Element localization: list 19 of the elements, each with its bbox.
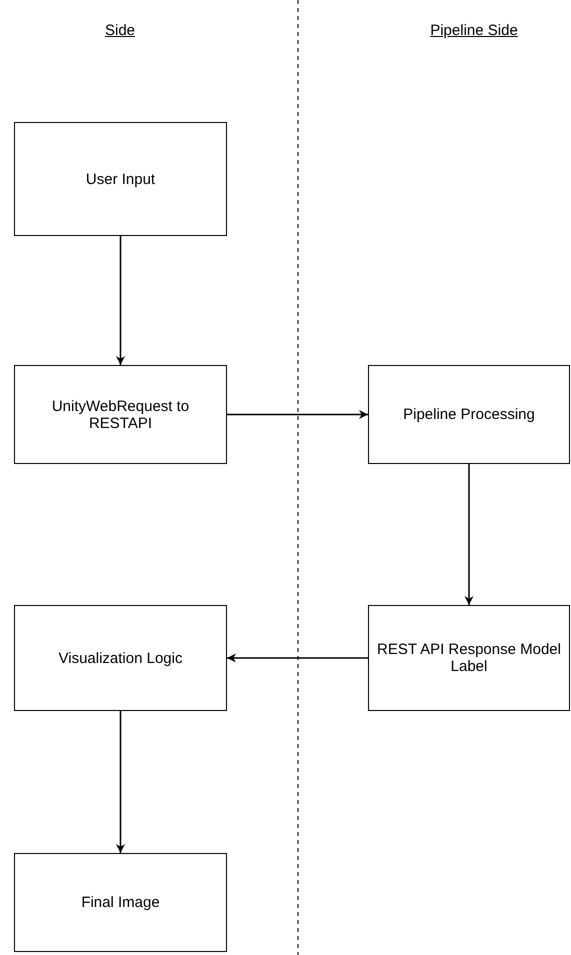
box-label: UnityWebRequest to RESTAPI [50,398,190,432]
arrow [116,711,125,853]
box-label: REST API Response Model Label [376,641,562,675]
arrow [227,654,368,662]
process-box [14,605,227,711]
column-heading: Pipeline Side [430,22,518,39]
column-heading: Side [104,22,136,39]
process-box [14,122,227,236]
process-box [14,853,227,952]
arrow [116,236,125,365]
process-box [14,365,227,464]
arrow [227,410,368,419]
box-label: Pipeline Processing [403,406,535,423]
process-box [368,605,570,711]
process-box [368,365,570,464]
box-label: User Input [86,170,156,188]
arrow [464,464,474,605]
box-label: Final Image [81,894,160,911]
box-label: Visualization Logic [58,650,182,666]
